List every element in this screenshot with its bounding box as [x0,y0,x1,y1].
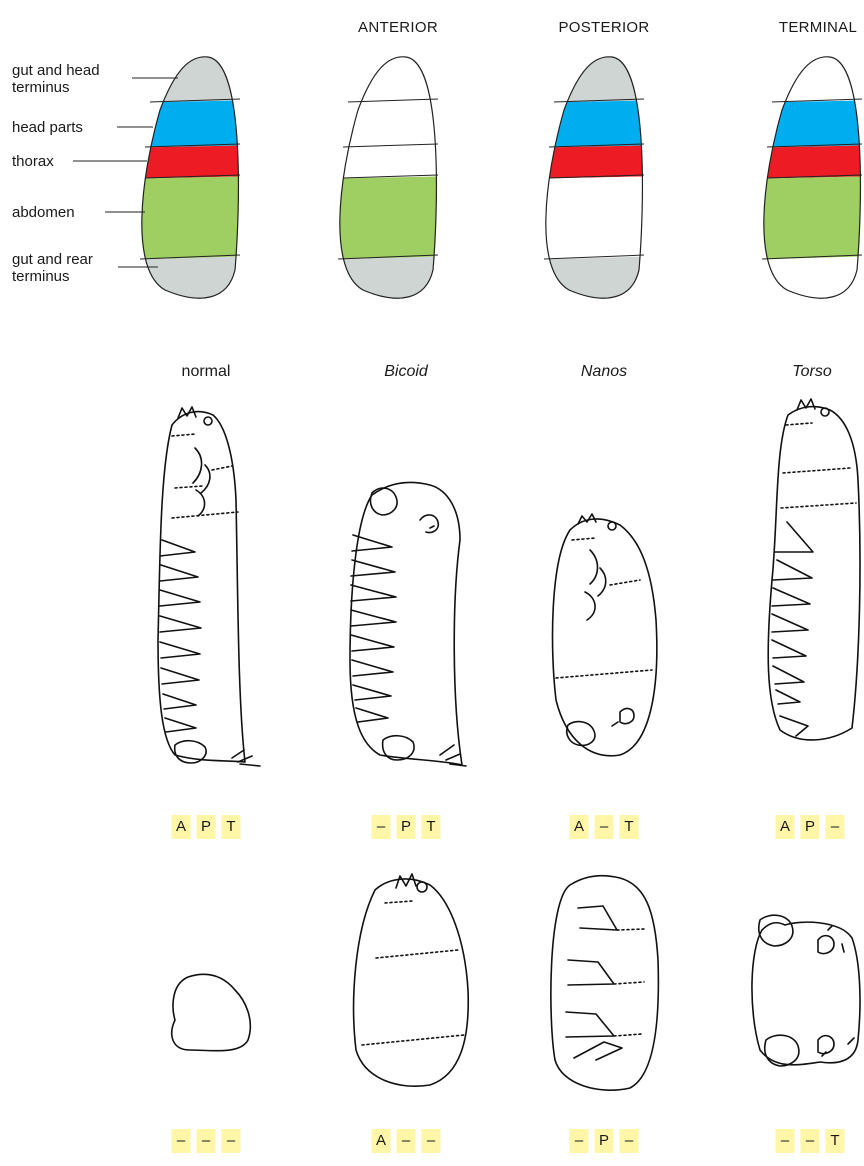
larva-normal [158,407,260,766]
code-row-no-axis: – – – [172,1129,241,1153]
code-row-nanos: A – T [570,815,639,839]
code-row-posterior-only: – P – [570,1129,639,1153]
code-row-normal: A P T [172,815,241,839]
code-posterior: – [197,1129,216,1153]
fate-map-posterior [524,40,664,320]
larva-bicoid [350,482,466,766]
mutant-name-torso: Torso [792,363,831,381]
mutant-name-nanos: Nanos [581,363,627,381]
code-anterior: – [570,1129,589,1153]
code-terminal: T [422,815,441,839]
code-posterior: P [397,815,416,839]
code-terminal: – [620,1129,639,1153]
code-anterior: – [372,815,391,839]
code-terminal: T [826,1129,845,1153]
code-posterior: – [397,1129,416,1153]
region-head-parts [120,100,260,148]
larva-posterior-only [551,876,659,1091]
larva-terminal-only [752,915,860,1066]
code-row-terminal-only: – – T [776,1129,845,1153]
column-header-anterior: ANTERIOR [358,19,438,36]
label-thorax: thorax [12,153,54,170]
mutant-name-normal: normal [182,363,231,381]
code-posterior: P [197,815,216,839]
label-abdomen: abdomen [12,204,75,221]
code-posterior: P [801,815,820,839]
region-thorax [742,145,864,179]
region-gut-rear [524,256,664,320]
fate-map-normal [120,40,260,320]
region-gut-rear [318,256,458,320]
column-header-terminal: TERMINAL [779,19,857,36]
code-anterior: A [570,815,589,839]
region-gut-head [120,40,260,103]
larva-anterior-only [354,874,469,1086]
code-terminal: – [422,1129,441,1153]
code-posterior: P [595,1129,614,1153]
code-anterior: – [776,1129,795,1153]
code-anterior: A [776,815,795,839]
mutant-name-bicoid: Bicoid [384,363,428,381]
region-abdomen [742,176,864,260]
region-head-parts [318,100,458,148]
larva-torso [768,399,860,740]
region-head-parts [742,100,864,148]
code-terminal: T [222,815,241,839]
code-anterior: A [372,1129,391,1153]
label-gut-rear-terminus: gut and rear terminus [12,251,93,285]
larva-no-axis [172,974,251,1050]
region-gut-head [524,40,664,103]
fate-map-anterior [318,40,458,320]
region-gut-rear [120,256,260,320]
region-head-parts [524,100,664,148]
code-posterior: – [595,815,614,839]
code-terminal: – [222,1129,241,1153]
code-anterior: – [172,1129,191,1153]
code-row-torso: A P – [776,815,845,839]
code-anterior: A [172,815,191,839]
fate-map-terminal [742,40,864,320]
region-gut-head [318,40,458,103]
region-gut-rear [742,256,864,320]
code-terminal: – [826,815,845,839]
label-head-parts: head parts [12,119,83,136]
code-posterior: – [801,1129,820,1153]
code-row-bicoid: – P T [372,815,441,839]
code-row-anterior-only: A – – [372,1129,441,1153]
code-terminal: T [620,815,639,839]
label-gut-head-terminus: gut and head terminus [12,62,100,96]
larva-nanos [553,514,657,756]
column-header-posterior: POSTERIOR [558,19,649,36]
